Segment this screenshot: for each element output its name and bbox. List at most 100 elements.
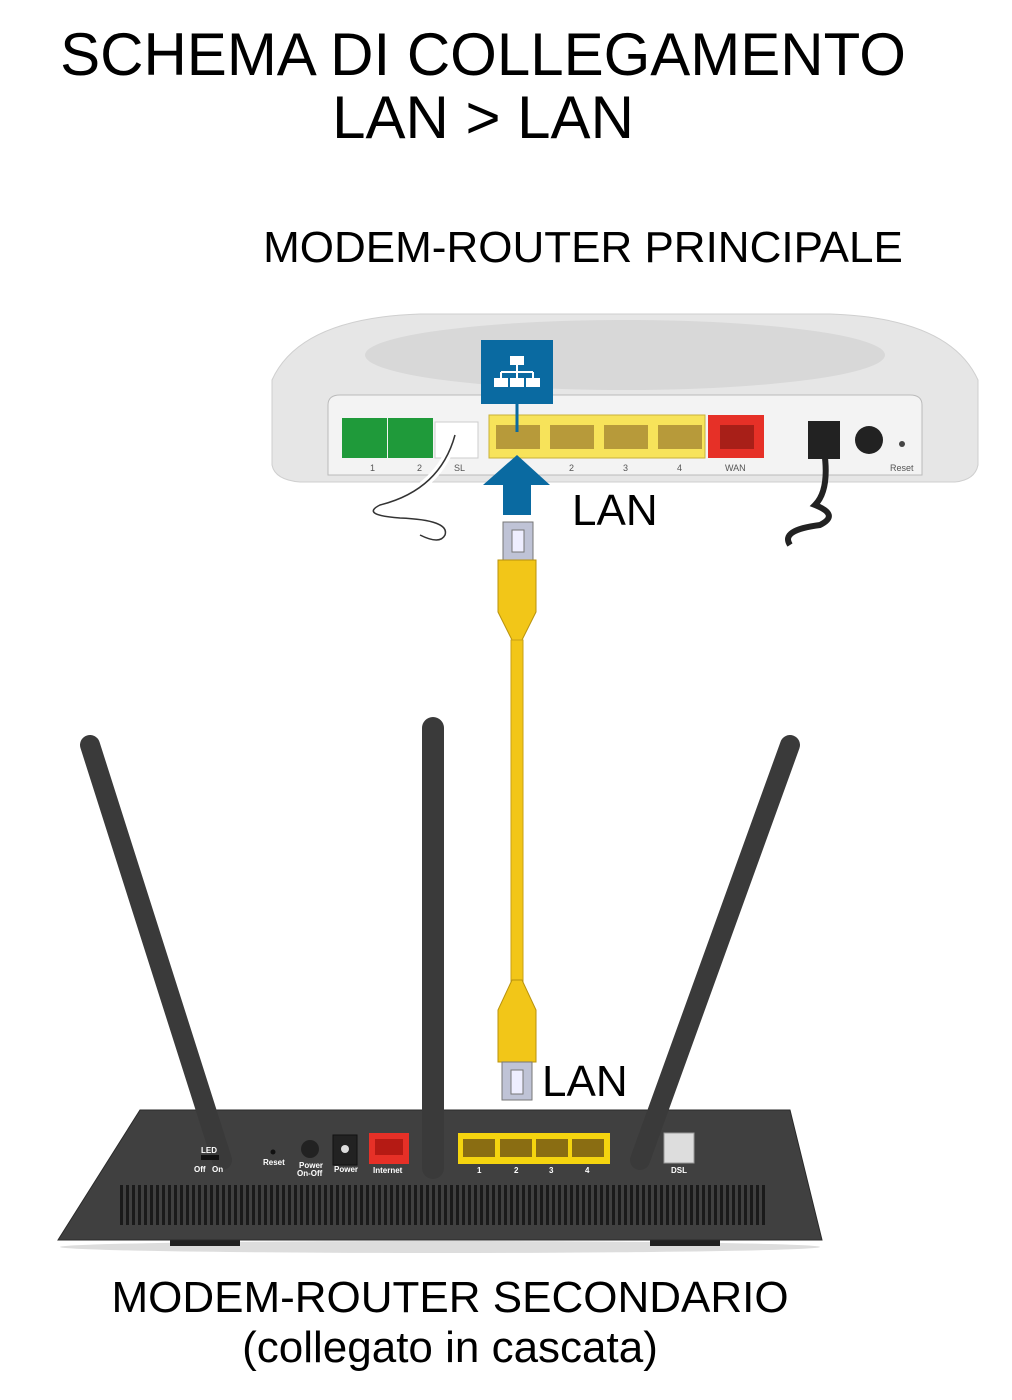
vent-slot — [690, 1185, 693, 1225]
vent-slot — [342, 1185, 345, 1225]
lan-port-4[interactable] — [658, 425, 702, 449]
vent-slot — [672, 1185, 675, 1225]
title-line-1: SCHEMA DI COLLEGAMENTO — [60, 21, 906, 88]
vent-slot — [348, 1185, 351, 1225]
dsl-port[interactable] — [663, 1132, 695, 1164]
vent-slot — [390, 1185, 393, 1225]
vent-slot — [354, 1185, 357, 1225]
vent-slot — [240, 1185, 243, 1225]
vent-slot — [306, 1185, 309, 1225]
label-phone2: 2 — [417, 463, 422, 473]
phone-port-1[interactable] — [342, 418, 387, 458]
vent-slot — [294, 1185, 297, 1225]
vent-slot — [546, 1185, 549, 1225]
lan-port-2[interactable] — [550, 425, 594, 449]
label-lan2: 2 — [514, 1166, 519, 1175]
label-dsl: SL — [454, 463, 465, 473]
vent-slot — [666, 1185, 669, 1225]
vent-slot — [510, 1185, 513, 1225]
vent-slot — [612, 1185, 615, 1225]
vent-slot — [300, 1185, 303, 1225]
vent-slot — [678, 1185, 681, 1225]
label-lan1: 1 — [477, 1166, 482, 1175]
vent-slot — [624, 1185, 627, 1225]
vent-slot — [540, 1185, 543, 1225]
vent-slot — [648, 1185, 651, 1225]
reset-hole[interactable] — [270, 1149, 276, 1155]
vent-slot — [126, 1185, 129, 1225]
vent-slot — [630, 1185, 633, 1225]
vent-slot — [414, 1185, 417, 1225]
vents — [120, 1185, 765, 1225]
vent-slot — [576, 1185, 579, 1225]
vent-slot — [150, 1185, 153, 1225]
vent-slot — [684, 1185, 687, 1225]
vent-slot — [456, 1185, 459, 1225]
vent-slot — [486, 1185, 489, 1225]
vent-slot — [234, 1185, 237, 1225]
vent-slot — [564, 1185, 567, 1225]
main-router: 1 2 SL 2 3 4 WAN Reset — [271, 313, 979, 483]
vent-slot — [210, 1185, 213, 1225]
lan-port-3[interactable] — [604, 425, 648, 449]
vent-slot — [504, 1185, 507, 1225]
vent-slot — [756, 1185, 759, 1225]
vent-slot — [252, 1185, 255, 1225]
label-power-switch: Power — [299, 1161, 323, 1170]
vent-slot — [654, 1185, 657, 1225]
label-dsl: DSL — [671, 1166, 687, 1175]
label-reset: Reset — [890, 463, 914, 473]
vent-slot — [750, 1185, 753, 1225]
vent-slot — [258, 1185, 261, 1225]
lan-port-3[interactable] — [536, 1139, 568, 1157]
vent-slot — [276, 1185, 279, 1225]
vent-slot — [462, 1185, 465, 1225]
lan-port-4[interactable] — [572, 1139, 604, 1157]
vent-slot — [606, 1185, 609, 1225]
vent-slot — [660, 1185, 663, 1225]
vent-grille — [365, 320, 885, 390]
power-switch[interactable] — [301, 1140, 319, 1158]
vent-slot — [396, 1185, 399, 1225]
vent-slot — [198, 1185, 201, 1225]
label-reset: Reset — [263, 1158, 285, 1167]
vent-slot — [618, 1185, 621, 1225]
vent-slot — [474, 1185, 477, 1225]
phone-port-2[interactable] — [388, 418, 433, 458]
vent-slot — [528, 1185, 531, 1225]
lan-port-2[interactable] — [500, 1139, 532, 1157]
reset-button[interactable] — [899, 441, 905, 447]
label-power: Power — [334, 1165, 358, 1174]
vent-slot — [324, 1185, 327, 1225]
vent-slot — [174, 1185, 177, 1225]
vent-slot — [288, 1185, 291, 1225]
vent-slot — [192, 1185, 195, 1225]
vent-slot — [420, 1185, 423, 1225]
vent-slot — [570, 1185, 573, 1225]
title-line-2: LAN > LAN — [332, 84, 634, 151]
vent-slot — [438, 1185, 441, 1225]
vent-slot — [204, 1185, 207, 1225]
label-phone1: 1 — [370, 463, 375, 473]
vent-slot — [264, 1185, 267, 1225]
power-button[interactable] — [855, 426, 883, 454]
label-lan4: 4 — [585, 1166, 590, 1175]
vent-slot — [534, 1185, 537, 1225]
main-lan-label: LAN — [572, 486, 658, 535]
vent-slot — [132, 1185, 135, 1225]
vent-slot — [162, 1185, 165, 1225]
vent-slot — [402, 1185, 405, 1225]
vent-slot — [726, 1185, 729, 1225]
lan-port-1[interactable] — [463, 1139, 495, 1157]
vent-slot — [714, 1185, 717, 1225]
vent-slot — [156, 1185, 159, 1225]
vent-slot — [720, 1185, 723, 1225]
label-led: LED — [201, 1146, 217, 1155]
vent-slot — [120, 1185, 123, 1225]
led-switch[interactable] — [201, 1155, 219, 1160]
vent-slot — [336, 1185, 339, 1225]
vent-slot — [168, 1185, 171, 1225]
secondary-lan-label: LAN — [542, 1057, 628, 1106]
main-router-label: MODEM-ROUTER PRINCIPALE — [263, 223, 903, 272]
